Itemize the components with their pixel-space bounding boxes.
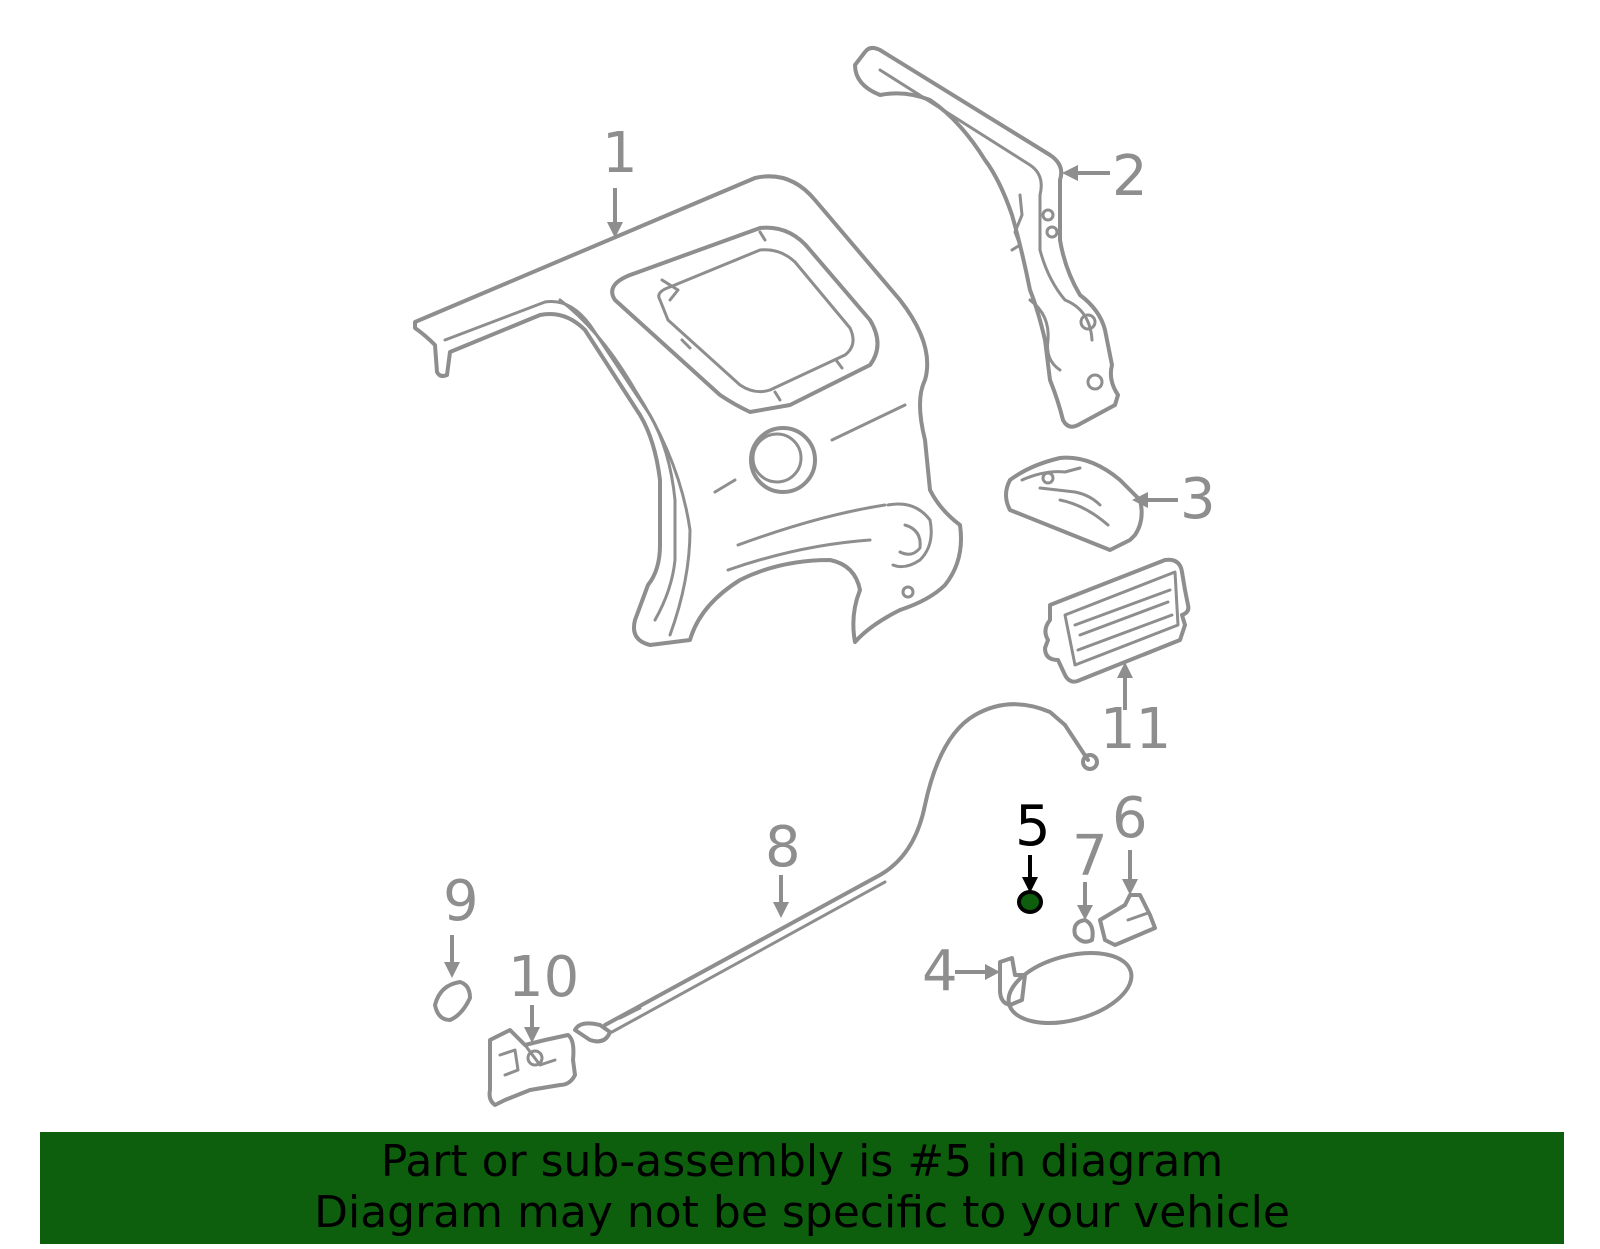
callout-label-4: 4 (922, 939, 958, 1004)
callout-label-10: 10 (508, 945, 579, 1010)
callout-label-5: 5 (1015, 794, 1051, 859)
callout-label-9: 9 (443, 869, 479, 934)
callout-label-1: 1 (602, 121, 638, 186)
parts-diagram: 1 2 3 11 8 9 10 4 5 7 6 (413, 45, 1216, 1107)
part-1-quarter-panel (413, 174, 963, 647)
callout-label-7: 7 (1072, 824, 1108, 889)
part-8-release-cable (573, 702, 1099, 1044)
callout-leaders (444, 165, 1178, 1043)
info-banner: Part or sub-assembly is #5 in diagram Di… (40, 1132, 1564, 1244)
part-5-grommet (1017, 890, 1043, 914)
part-11-housing (1043, 557, 1191, 684)
part-4-fuel-door (998, 951, 1134, 1025)
part-6-hinge (1098, 893, 1157, 947)
part-10-latch (487, 1028, 577, 1107)
part-2-pillar (853, 45, 1120, 429)
callout-label-2: 2 (1112, 144, 1148, 209)
banner-line-disclaimer: Diagram may not be specific to your vehi… (314, 1187, 1290, 1238)
part-9-cap (433, 980, 472, 1022)
callout-label-8: 8 (765, 815, 801, 880)
part-3-bracket (1004, 455, 1144, 552)
banner-line-part-number: Part or sub-assembly is #5 in diagram (380, 1136, 1224, 1187)
callout-label-6: 6 (1112, 786, 1148, 851)
part-7-bumper (1072, 918, 1095, 944)
callout-label-11: 11 (1100, 697, 1171, 762)
callout-label-3: 3 (1180, 467, 1216, 532)
